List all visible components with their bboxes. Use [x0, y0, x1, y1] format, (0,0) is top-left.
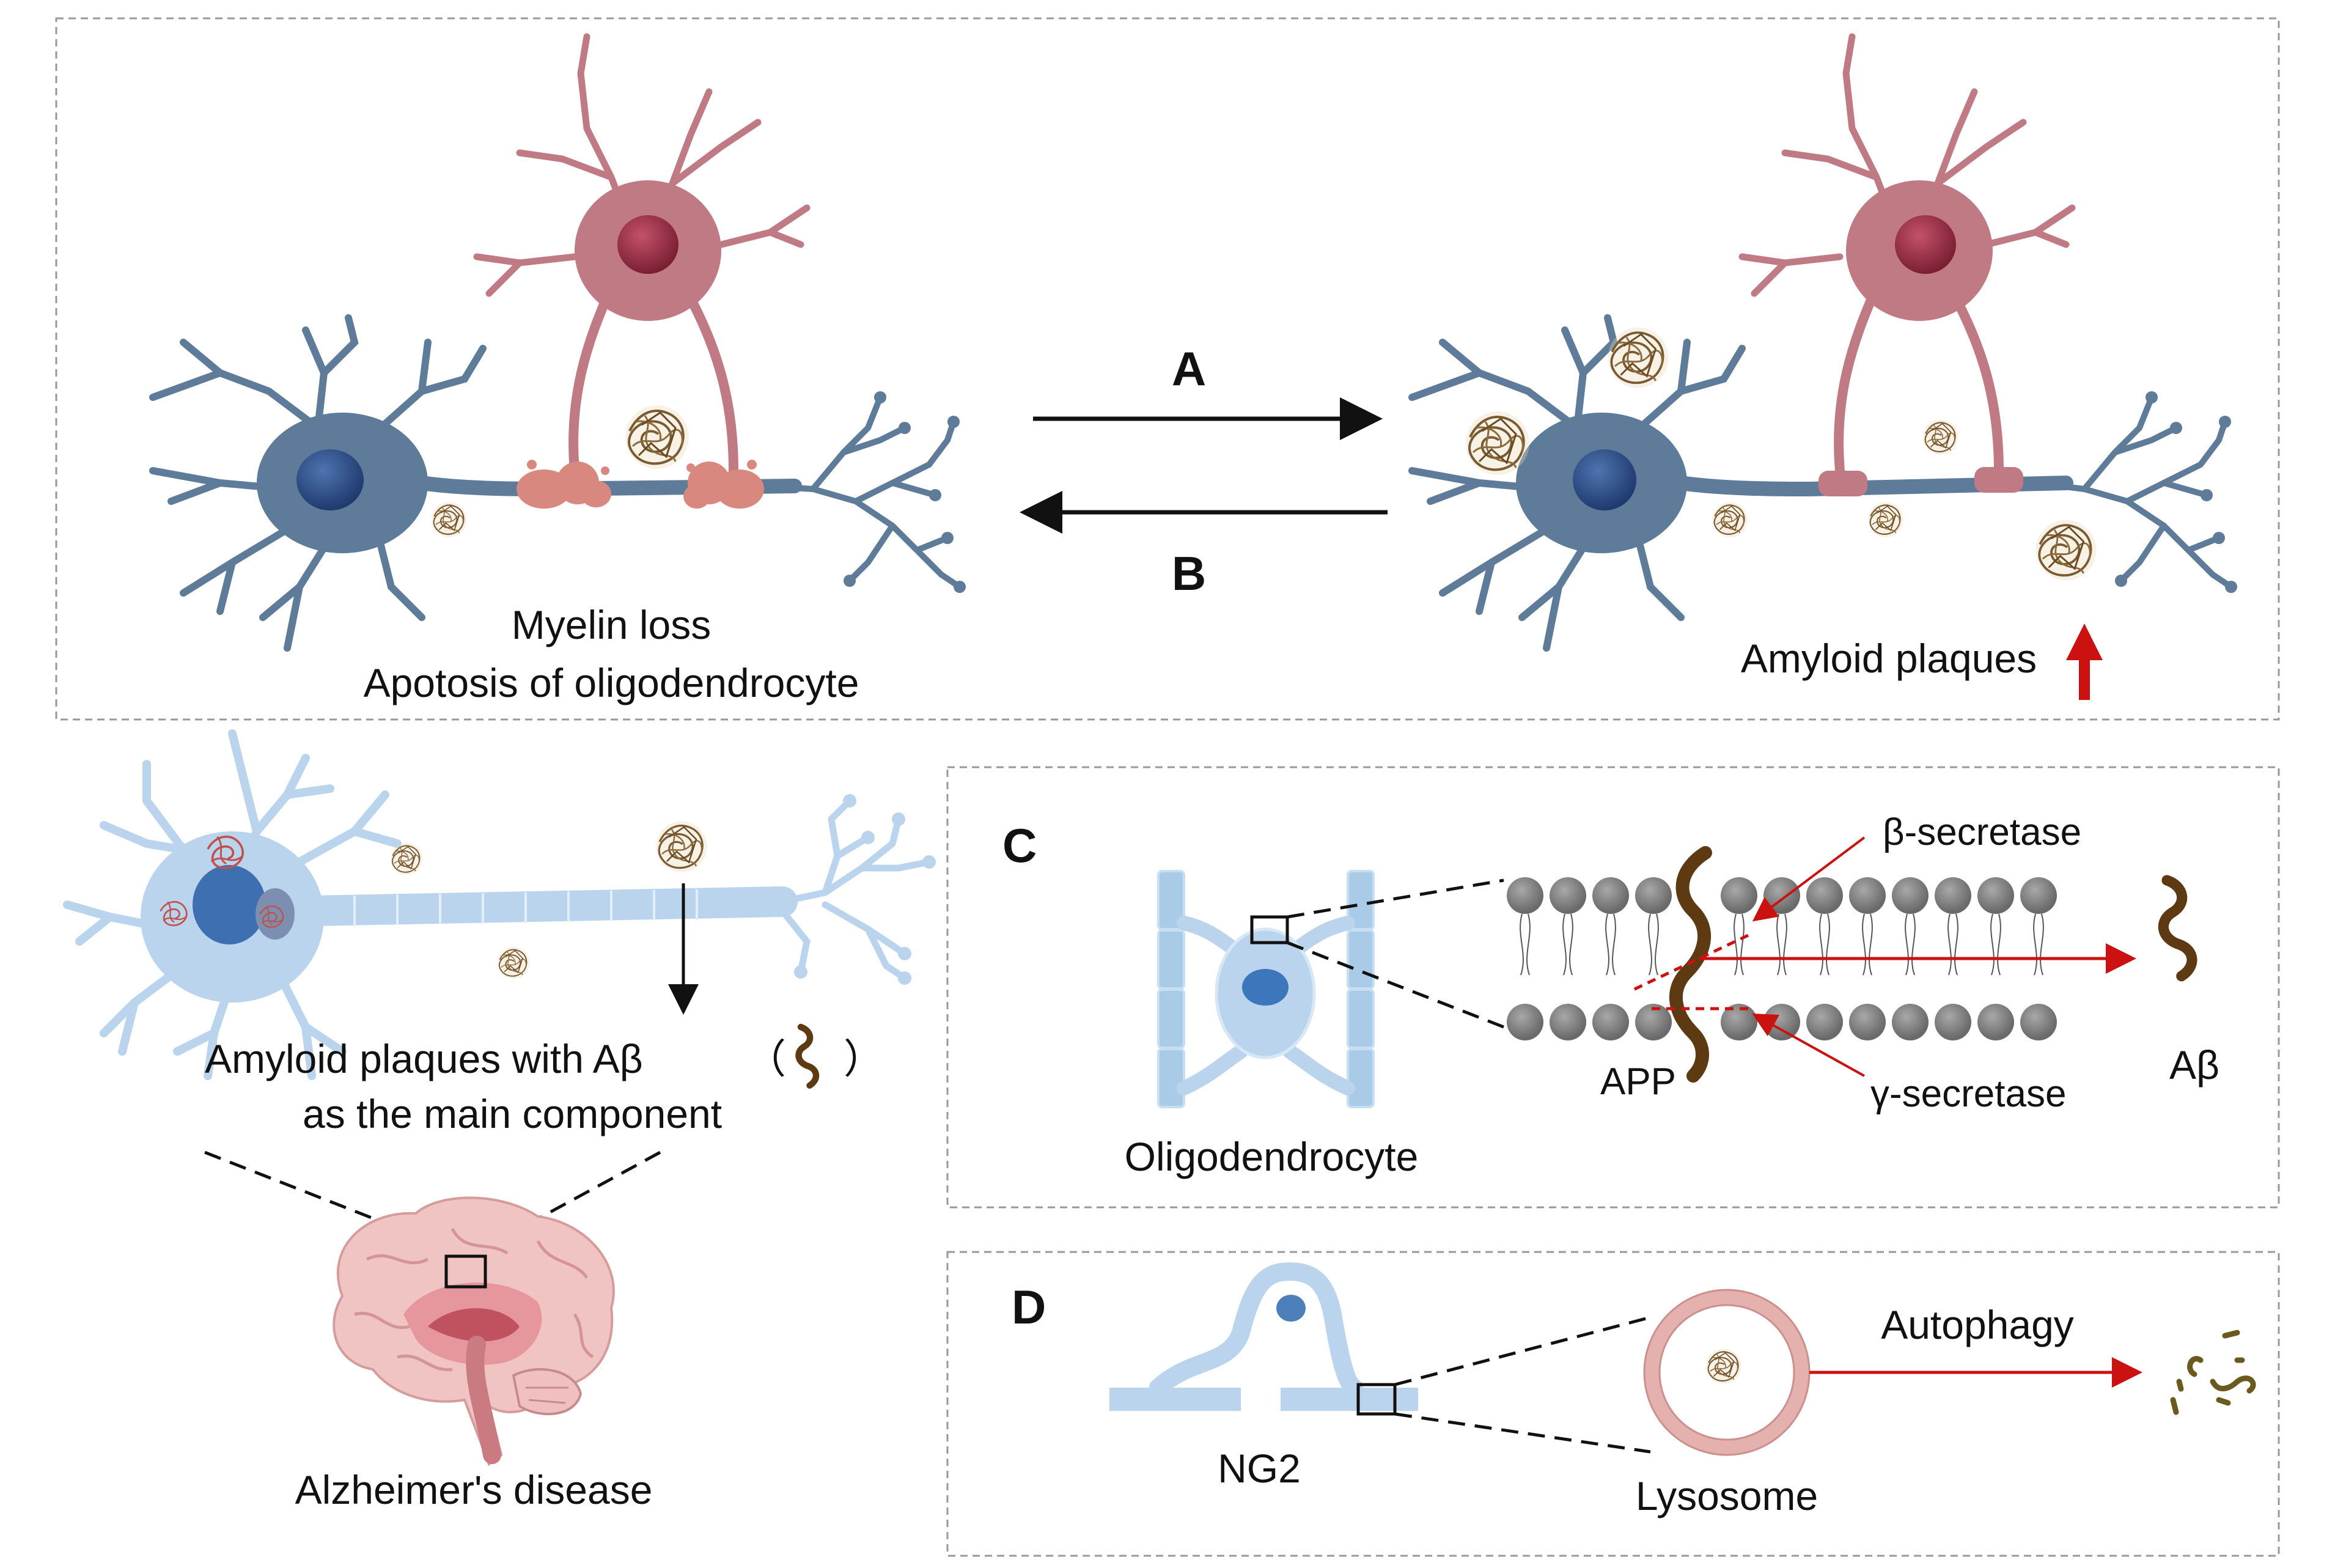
neuron-right-nucleus — [1573, 449, 1636, 510]
apoptosis-caption: Apotosis of oligodendrocyte — [364, 660, 859, 705]
abeta-inline-icon — [799, 1027, 817, 1086]
gamma-secretase-arrow — [1752, 1014, 1865, 1077]
lyso-zoom-line-top — [1394, 1316, 1651, 1386]
neuron-right-axon — [1674, 476, 2073, 497]
panel-c-letter: C — [1002, 819, 1037, 872]
neuron-right — [1408, 314, 2237, 652]
oligodendrocyte-left-nucleus — [617, 215, 678, 274]
plaque-light-2 — [390, 842, 423, 875]
plaque-light-3 — [497, 946, 530, 979]
beta-secretase-label: β-secretase — [1883, 811, 2081, 853]
myelin-debris-left — [517, 460, 764, 509]
neuron-left-nucleus — [296, 449, 364, 510]
myelin-sheath-right-2 — [1974, 467, 2023, 493]
lipid-bilayer — [1507, 877, 2057, 1040]
plaque-top-right-3 — [1922, 419, 1959, 455]
panel-d-letter: D — [1012, 1280, 1046, 1334]
degraded-fragments-icon — [2170, 1330, 2256, 1415]
arrow-a-label: A — [1172, 342, 1206, 396]
brain-icon — [333, 1196, 615, 1467]
amyloid-plaques-caption: Amyloid plaques — [1741, 636, 2037, 681]
beta-cleavage-dash — [1631, 933, 1749, 992]
arrow-b-label: B — [1172, 547, 1206, 600]
ng2-label: NG2 — [1218, 1446, 1301, 1491]
oligodendrocyte-label: Oligodendrocyte — [1125, 1134, 1419, 1179]
gamma-secretase-label: γ-secretase — [1870, 1073, 2066, 1115]
brain-zoom-box — [444, 1254, 487, 1289]
plaque-top-right-4 — [1712, 501, 1748, 538]
paren-open: （ — [746, 1036, 786, 1081]
ng2-zoom-box — [1356, 1383, 1397, 1416]
panel-c-border — [946, 766, 2280, 1209]
plaque-in-lysosome — [1705, 1348, 1742, 1385]
neuron-left — [149, 314, 966, 652]
lysosome-label: Lysosome — [1636, 1473, 1818, 1518]
plaque-top-right-1 — [1606, 326, 1670, 389]
oligodendrocyte-right — [1738, 33, 2076, 496]
plaque-top-left-1 — [624, 404, 690, 470]
paren-close: ） — [844, 1036, 884, 1081]
plaque-top-right-2 — [1465, 410, 1531, 476]
abeta-peptide-icon — [2163, 880, 2192, 976]
alzheimers-caption: Alzheimer's disease — [295, 1467, 653, 1512]
app-protein — [1669, 846, 1712, 1083]
membrane-zoom-line-bottom — [1287, 941, 1504, 1029]
oligodendrocyte-right-nucleus — [1895, 215, 1956, 274]
oligo-zoom-box — [1250, 915, 1289, 944]
top-panel-border — [55, 17, 2280, 721]
light-neuron — [63, 729, 936, 1080]
beta-secretase-arrow — [1752, 836, 1866, 922]
oligodendrocyte-left — [473, 33, 811, 509]
myelin-loss-caption: Myelin loss — [512, 602, 711, 647]
red-up-arrow-icon — [2066, 624, 2103, 700]
amyloid-abeta-caption: Amyloid plaques with Aβ — [205, 1036, 643, 1081]
oligodendrocyte-wrap-icon — [1157, 870, 1375, 1108]
plaque-top-left-2 — [431, 501, 468, 538]
abeta-label: Aβ — [2169, 1042, 2219, 1088]
myelin-sheath-right-1 — [1818, 471, 1867, 496]
ng2-cell-icon — [1109, 1262, 1418, 1416]
membrane-zoom-line-top — [1287, 878, 1504, 919]
lyso-zoom-line-bottom — [1394, 1412, 1651, 1454]
plaque-top-right-6 — [2034, 518, 2098, 582]
app-label: APP — [1600, 1061, 1676, 1103]
panel-d-border — [946, 1251, 2280, 1557]
plaque-top-right-5 — [1867, 501, 1904, 538]
main-component-caption: as the main component — [303, 1091, 722, 1136]
plaque-light-1 — [655, 820, 708, 874]
autophagy-label: Autophagy — [1881, 1302, 2074, 1347]
